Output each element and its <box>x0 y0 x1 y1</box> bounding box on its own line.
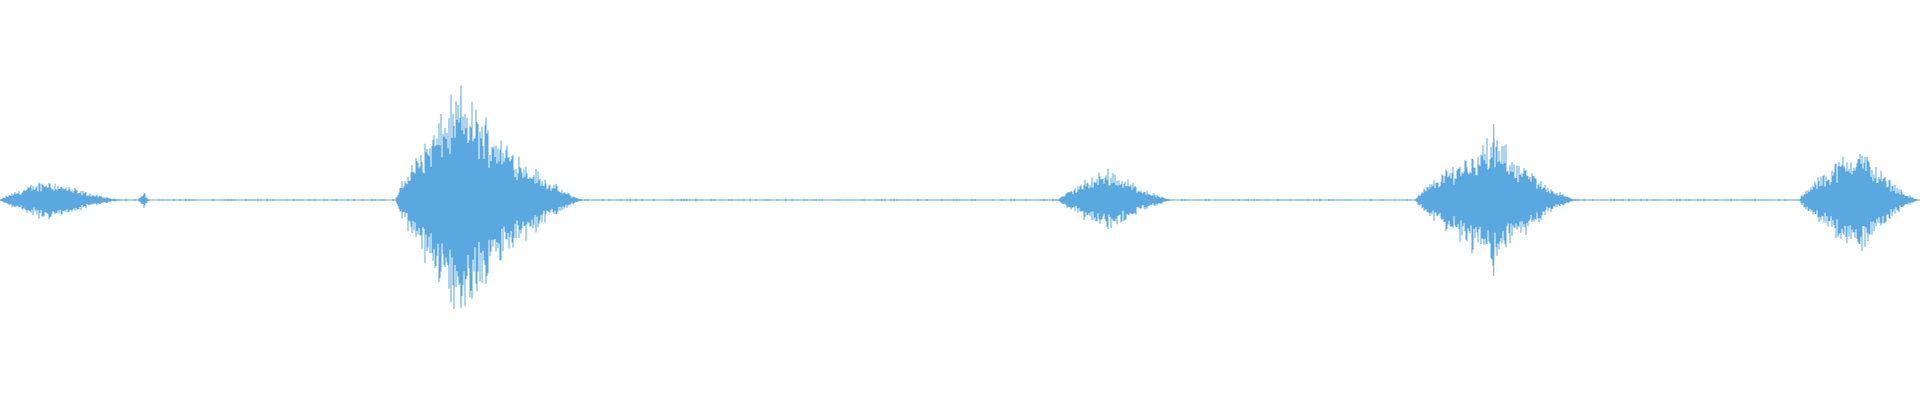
waveform-burst-1 <box>0 182 124 220</box>
waveform-burst-2 <box>138 193 150 208</box>
waveform-burst-6 <box>1799 153 1920 252</box>
waveform-burst-4 <box>1057 168 1175 229</box>
waveform-burst-3 <box>395 85 585 309</box>
waveform-noise-floor <box>0 198 1918 202</box>
waveform-bursts <box>0 85 1920 309</box>
waveform-burst-5 <box>1415 138 1578 266</box>
